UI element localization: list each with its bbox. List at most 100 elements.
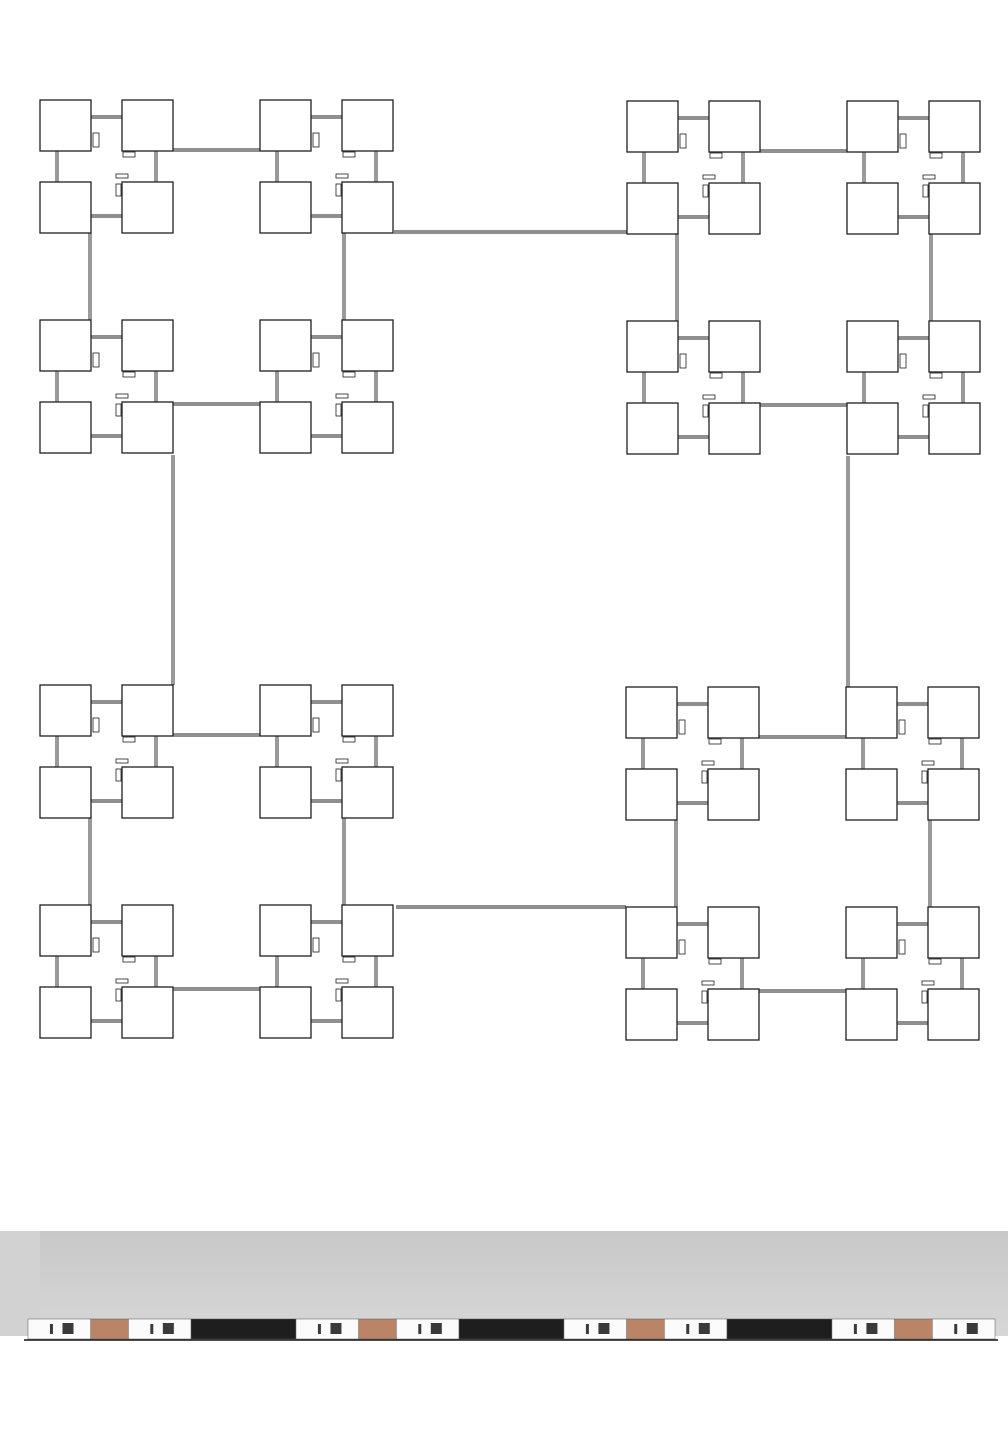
facade-white	[396, 1318, 460, 1340]
house-module	[39, 99, 92, 152]
core-detail	[335, 758, 349, 764]
window-opening	[330, 1323, 342, 1334]
house-module	[341, 99, 394, 152]
facade-timber	[894, 1318, 933, 1340]
core-detail	[708, 738, 722, 745]
module-cluster	[625, 906, 760, 1041]
house-module	[707, 906, 760, 959]
core-detail	[929, 152, 943, 159]
house-module	[707, 988, 760, 1041]
house-module	[846, 320, 899, 373]
core-detail	[921, 770, 928, 784]
house-module	[39, 986, 92, 1039]
quadrant-top-right	[626, 100, 981, 455]
core-detail	[92, 352, 100, 368]
core-detail	[928, 958, 942, 965]
core-detail	[312, 132, 320, 148]
core-detail	[899, 353, 907, 369]
house-module	[846, 100, 899, 153]
house-module	[121, 99, 174, 152]
core-detail	[312, 937, 320, 953]
window-opening	[966, 1323, 978, 1334]
house-module	[121, 766, 174, 819]
quadrant-bottom-left	[39, 684, 394, 1039]
core-detail	[922, 404, 929, 418]
window-opening	[866, 1323, 878, 1334]
module-cluster	[39, 904, 174, 1039]
door-opening	[317, 1324, 321, 1334]
door-opening	[49, 1324, 53, 1334]
core-detail	[898, 719, 906, 735]
house-module	[259, 181, 312, 234]
house-module	[845, 906, 898, 959]
facade-dark	[190, 1318, 297, 1340]
core-detail	[898, 939, 906, 955]
core-detail	[115, 183, 122, 197]
quadrant-bottom-right	[625, 686, 980, 1041]
house-module	[846, 182, 899, 235]
house-module	[845, 988, 898, 1041]
street-elevation	[0, 1231, 1008, 1341]
house-module	[707, 768, 760, 821]
house-module	[626, 402, 679, 455]
module-cluster	[39, 319, 174, 454]
core-detail	[678, 939, 686, 955]
house-module	[39, 766, 92, 819]
core-detail	[928, 738, 942, 745]
core-detail	[335, 173, 349, 179]
core-detail	[922, 174, 936, 180]
house-module	[927, 906, 980, 959]
facade-white	[563, 1318, 627, 1340]
house-module	[39, 181, 92, 234]
core-detail	[701, 760, 715, 766]
house-module	[625, 768, 678, 821]
core-detail	[679, 133, 687, 149]
core-detail	[115, 768, 122, 782]
core-detail	[115, 393, 129, 399]
core-detail	[335, 988, 342, 1002]
core-detail	[701, 990, 708, 1004]
house-module	[928, 100, 981, 153]
house-module	[259, 904, 312, 957]
core-detail	[702, 394, 716, 400]
door-opening	[686, 1324, 690, 1334]
core-detail	[921, 760, 935, 766]
core-detail	[342, 371, 356, 378]
module-cluster	[259, 319, 394, 454]
core-detail	[92, 132, 100, 148]
house-module	[121, 319, 174, 372]
core-detail	[312, 352, 320, 368]
house-module	[846, 402, 899, 455]
core-detail	[679, 353, 687, 369]
house-module	[341, 401, 394, 454]
house-module	[626, 182, 679, 235]
house-module	[625, 988, 678, 1041]
facade-timber	[358, 1318, 397, 1340]
window-opening	[162, 1323, 174, 1334]
core-detail	[335, 393, 349, 399]
house-module	[341, 181, 394, 234]
facade-white	[128, 1318, 192, 1340]
quadrant-top-left	[39, 99, 394, 454]
house-module	[927, 768, 980, 821]
house-module	[39, 401, 92, 454]
core-detail	[92, 717, 100, 733]
core-detail	[921, 990, 928, 1004]
facade-white	[932, 1318, 996, 1340]
core-detail	[335, 768, 342, 782]
core-detail	[678, 719, 686, 735]
house-module	[708, 182, 761, 235]
core-detail	[709, 152, 723, 159]
core-detail	[122, 956, 136, 963]
house-module	[625, 686, 678, 739]
module-cluster	[845, 686, 980, 821]
facade-dark	[458, 1318, 565, 1340]
core-detail	[115, 988, 122, 1002]
house-module	[845, 686, 898, 739]
core-detail	[342, 956, 356, 963]
module-cluster	[626, 100, 761, 235]
house-module	[341, 766, 394, 819]
core-detail	[702, 174, 716, 180]
core-detail	[701, 980, 715, 986]
core-detail	[922, 184, 929, 198]
